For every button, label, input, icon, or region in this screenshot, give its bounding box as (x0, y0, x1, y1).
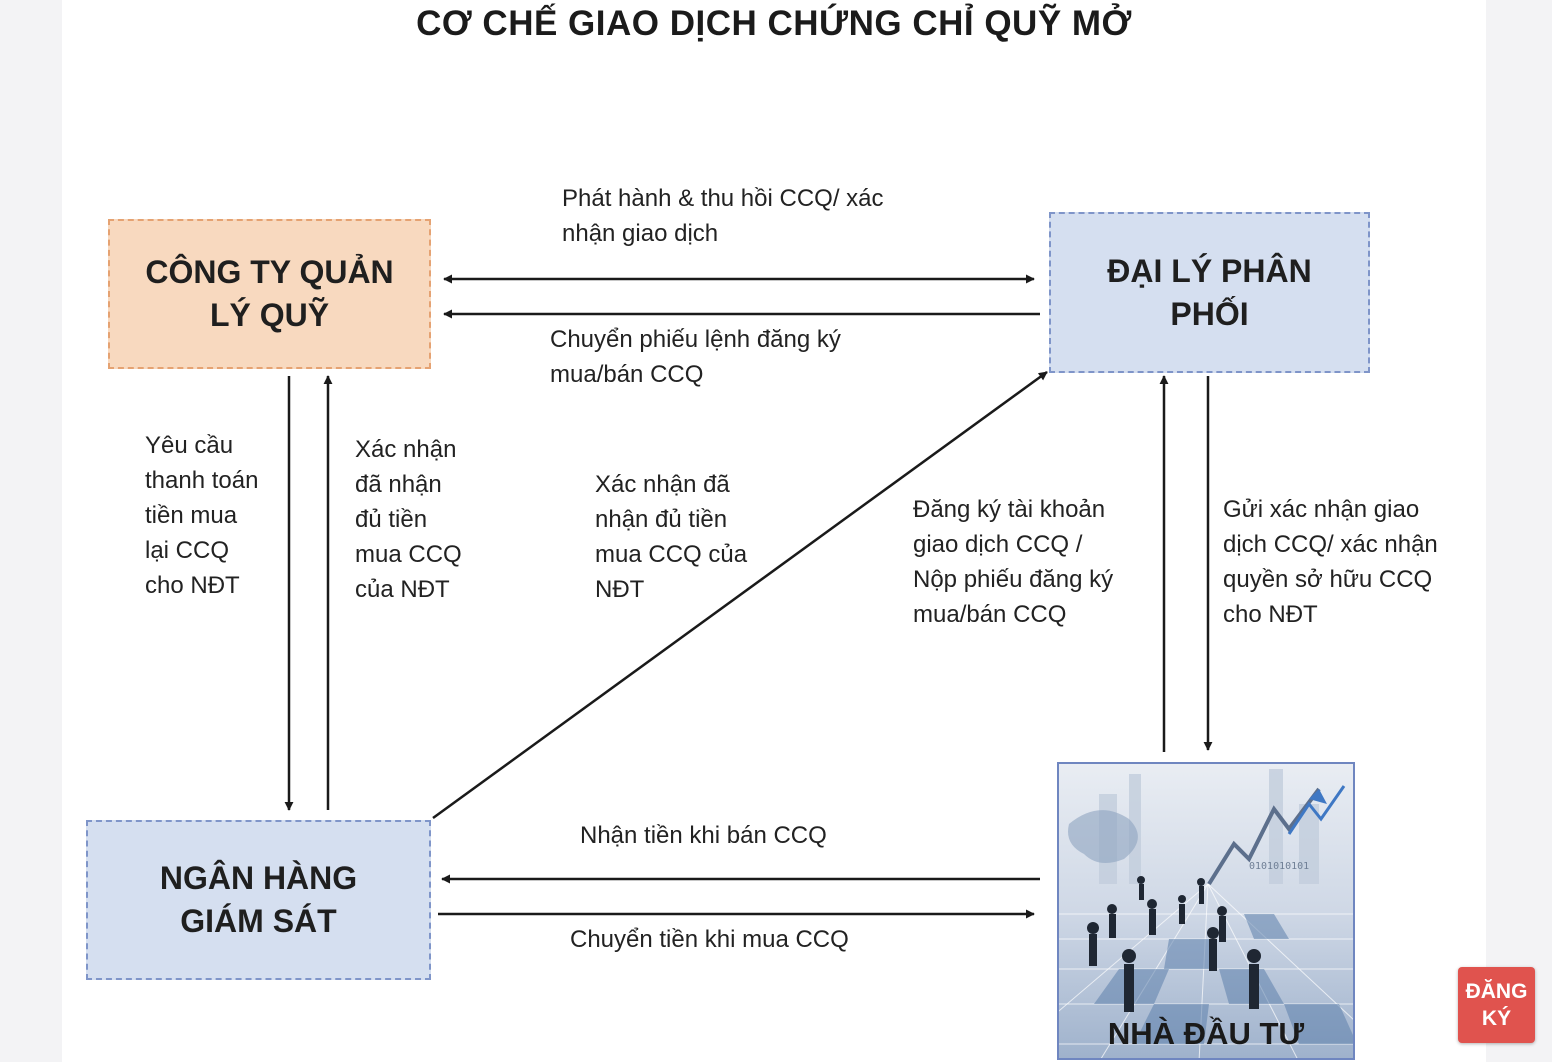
label-issue-redeem: Phát hành & thu hồi CCQ/ xác nhận giao d… (562, 185, 884, 247)
node-fund-company: CÔNG TY QUẢN LÝ QUỸ (108, 219, 431, 369)
label-confirm-bank-to-distributor: Xác nhận đã nhận đủ tiền mua CCQ của NĐT (595, 471, 748, 603)
node-custodian-bank: NGÂN HÀNG GIÁM SÁT (86, 820, 431, 980)
node-distributor: ĐẠI LÝ PHÂN PHỐI (1049, 212, 1370, 373)
node-investor: 0101010101 NHÀ ĐẦU TƯ (1057, 762, 1355, 1060)
svg-text:0101010101: 0101010101 (1249, 861, 1309, 872)
arrow-bank-to-distributor (432, 370, 1048, 820)
investor-label: NHÀ ĐẦU TƯ (1107, 1016, 1305, 1051)
label-send-confirmation: Gửi xác nhận giao dịch CCQ/ xác nhận quy… (1223, 496, 1438, 628)
label-payment-request: Yêu cầu thanh toán tiền mua lại CCQ cho … (145, 432, 259, 599)
label-confirm-bank-to-fund: Xác nhận đã nhận đủ tiền mua CCQ của NĐT (355, 436, 462, 603)
investor-illustration: 0101010101 (1059, 769, 1353, 1058)
label-transfer-orders: Chuyển phiếu lệnh đăng ký mua/bán CCQ (550, 326, 841, 388)
label-receive-on-sell: Nhận tiền khi bán CCQ (580, 822, 827, 849)
label-register-account: Đăng ký tài khoản giao dịch CCQ / Nộp ph… (913, 496, 1114, 628)
label-transfer-on-buy: Chuyển tiền khi mua CCQ (570, 926, 849, 953)
diagram-title: CƠ CHẾ GIAO DỊCH CHỨNG CHỈ QUỸ MỞ (416, 4, 1132, 43)
register-button[interactable]: ĐĂNG KÝ (1458, 967, 1535, 1043)
